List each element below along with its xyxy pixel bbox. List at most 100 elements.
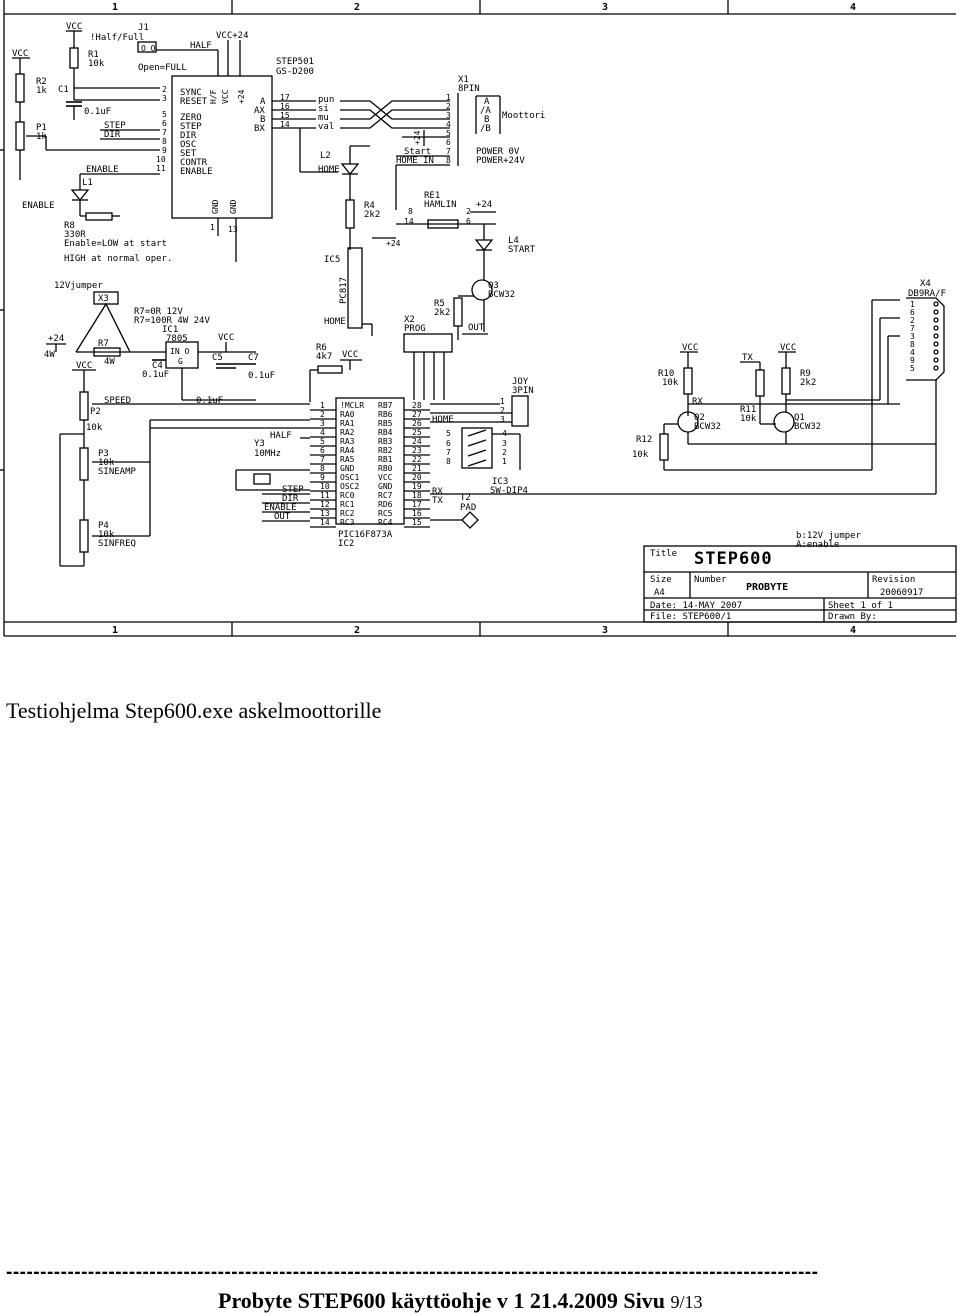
- p1-name: P1: [36, 123, 47, 133]
- dip-pin6: 6: [446, 439, 451, 448]
- pin-num: 4: [446, 120, 451, 129]
- vcc-label-6: VCC: [682, 343, 698, 353]
- c5-name: C5: [212, 353, 223, 363]
- pin-osc: OSC: [180, 140, 196, 150]
- size-label: Size: [650, 575, 672, 585]
- motor-wiring: 17 16 15 14 pun si mu val X1 8PIN 1 2 3 …: [272, 75, 545, 210]
- pic-right-pin-label: RB1: [378, 455, 393, 464]
- q3-type: BCW32: [488, 290, 515, 300]
- p4-value: 10k: [98, 530, 115, 540]
- input-network: R1 10k C1 0.1uF VCC R2 1k P1 1k STEP DIR…: [12, 47, 172, 264]
- pic-right-pin-label: RD6: [378, 500, 393, 509]
- c7-name: C7: [248, 353, 259, 363]
- pin-num: 14: [280, 120, 290, 129]
- crystal: Y3 10MHz HALF: [235, 431, 310, 491]
- pic-right-pin-num: 18: [412, 491, 422, 500]
- pin-b: B: [260, 115, 265, 125]
- joy-pin3: 3: [500, 415, 505, 424]
- wire-color: pun: [318, 95, 334, 105]
- jumper-note-b: b:12V jumper: [796, 531, 862, 541]
- x4-pin-contact: [933, 301, 939, 307]
- pic-right-pin-num: 23: [412, 446, 422, 455]
- pic-right-pin-num: 20: [412, 473, 422, 482]
- dip-pin8: 8: [446, 457, 451, 466]
- pin-24: +24: [237, 89, 246, 104]
- x4-pin-num: 5: [910, 364, 915, 373]
- x4-pin-num: 2: [910, 316, 915, 325]
- title-block: Title STEP600 Size A4 Number PROBYTE Rev…: [643, 545, 957, 623]
- motor-label: Moottori: [502, 111, 545, 121]
- separator-line: ----------------------------------------…: [6, 1262, 819, 1283]
- re1-pin14: 14: [404, 217, 414, 226]
- pic-right-pin-num: 19: [412, 482, 422, 491]
- x4-name: X4: [920, 279, 931, 289]
- border-number-1-bottom: 1: [112, 625, 118, 636]
- pic-right-pin-label: RB0: [378, 464, 393, 473]
- pic-name: PIC16F873A: [338, 530, 393, 540]
- jumper12-label: 12Vjumper: [54, 281, 103, 291]
- tx-label-pic: TX: [432, 496, 443, 506]
- t2-type: PAD: [460, 503, 476, 513]
- dip-pin3: 3: [502, 439, 507, 448]
- pic-left-pin-num: 13: [320, 509, 330, 518]
- pin-gnd: GND: [229, 199, 238, 214]
- pic-left-pin-num: 2: [320, 410, 325, 419]
- pin-num: 8: [162, 137, 167, 146]
- pic-left-pin-label: RC2: [340, 509, 355, 518]
- step501-type: GS-D200: [276, 67, 314, 77]
- step501-driver: STEP501 GS-D200 SYNC RESET ZERO STEP DIR…: [156, 57, 314, 262]
- x1-name: X1: [458, 75, 469, 85]
- pin-num: 8: [446, 156, 451, 165]
- dip-pin1: 1: [502, 457, 507, 466]
- j1-label: !Half/Full: [90, 33, 144, 43]
- date-value: Date: 14-MAY 2007: [650, 601, 742, 611]
- pic-left-pin-label: RA5: [340, 455, 355, 464]
- pin-num: 11: [156, 164, 166, 173]
- pic-left-pin-label: !MCLR: [340, 401, 364, 410]
- plus24-rot-2: +24: [386, 239, 401, 248]
- pin-num: 7: [162, 128, 167, 137]
- r1-name: R1: [88, 50, 99, 60]
- circuit-schematic: 1 2 3 4 1 2 3 4 Title STEP600 Size A4 Nu…: [0, 0, 957, 637]
- y3-name: Y3: [254, 439, 265, 449]
- enable-note-2: HIGH at normal oper.: [64, 254, 172, 264]
- pic-left-pin-num: 12: [320, 500, 330, 509]
- p4-name: P4: [98, 521, 109, 531]
- x4-pin-contact: [933, 317, 939, 323]
- re1-pin2: 2: [466, 207, 471, 216]
- dip-pin5: 5: [446, 429, 451, 438]
- p2-name: P2: [90, 407, 101, 417]
- ic5-optocoupler: IC5 PC817 HOME R5 2k2: [324, 247, 463, 340]
- pin-num: 7: [446, 147, 451, 156]
- pic-left-pin-num: 3: [320, 419, 325, 428]
- x1-label: /B: [480, 124, 491, 134]
- enable-label-2: ENABLE: [22, 201, 55, 211]
- x1-type: 8PIN: [458, 84, 480, 94]
- pic-left-pin-label: RA2: [340, 428, 355, 437]
- x4-pin-contact: [933, 365, 939, 371]
- r11-value: 10k: [740, 414, 757, 424]
- ic5-type: PC817: [339, 277, 349, 304]
- step501-name: STEP501: [276, 57, 314, 67]
- ext-step: STEP: [282, 485, 304, 495]
- pin-num: 2: [446, 102, 451, 111]
- r10-name: R10: [658, 369, 674, 379]
- pin-num: 5: [446, 129, 451, 138]
- pic-left-pin-label: RC1: [340, 500, 355, 509]
- out-label: OUT: [468, 323, 485, 333]
- title-label: Title: [650, 549, 677, 559]
- page-footer: Probyte STEP600 käyttöohje v 1 21.4.2009…: [218, 1288, 702, 1314]
- pic-left-pin-num: 7: [320, 455, 325, 464]
- pin-num: 17: [280, 93, 290, 102]
- x3-name: X3: [98, 294, 109, 304]
- t2-name: T2: [460, 493, 471, 503]
- l1-name: L1: [82, 178, 93, 188]
- p3-name: P3: [98, 449, 109, 459]
- x4-pin-num: 1: [910, 300, 915, 309]
- r12-name: R12: [636, 435, 652, 445]
- pin-enable: ENABLE: [180, 167, 213, 177]
- l2-label: HOME: [318, 165, 340, 175]
- pin-contr: CONTR: [180, 158, 208, 168]
- revision-label: Revision: [872, 575, 915, 585]
- pic-right-pin-num: 16: [412, 509, 422, 518]
